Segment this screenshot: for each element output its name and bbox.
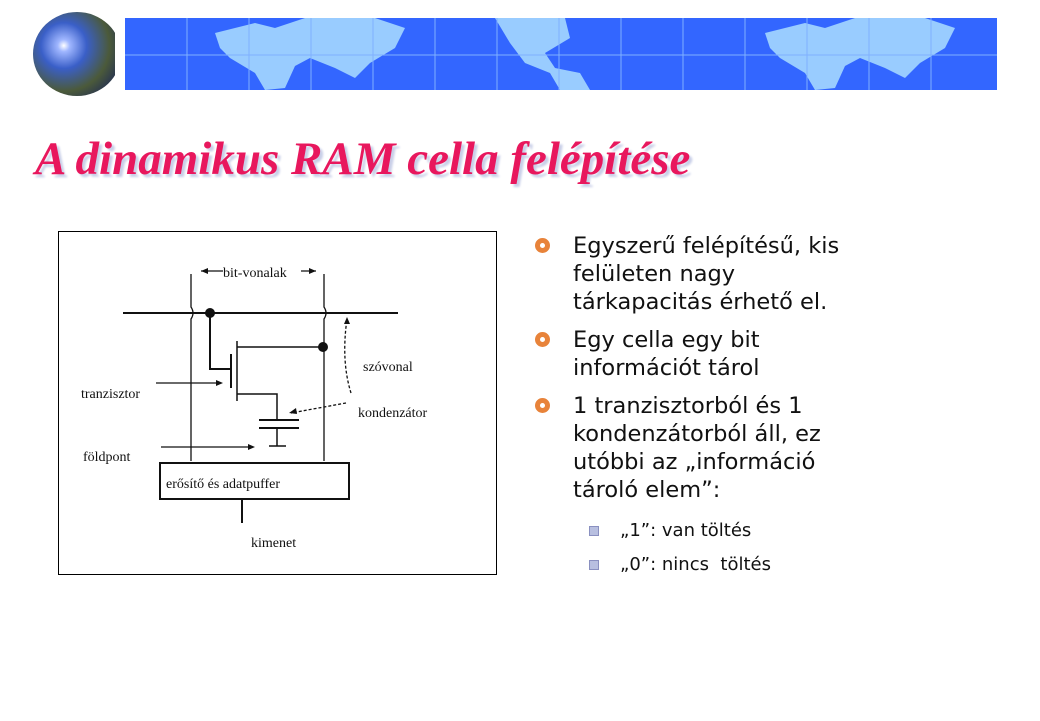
bullet-text: felületen nagy: [573, 261, 736, 287]
label-transistor: tranzisztor: [81, 387, 140, 402]
bullet-text: tárkapacitás érhető el.: [573, 289, 828, 315]
bullet-icon: [535, 332, 550, 347]
slide-title: A dinamikus RAM cella felépítése: [35, 133, 691, 185]
bullet-list: Egyszerű felépítésű, kis felületen nagy …: [535, 232, 839, 582]
bullet-text: Egy cella egy bit: [573, 327, 760, 353]
dram-cell-diagram: bit-vonalak szóvonal tranzisztor kondenz…: [58, 231, 497, 575]
sub-bullet-item: „1”: van töltés: [535, 514, 839, 548]
bullet-icon: [535, 398, 550, 413]
world-map-graphic: [125, 18, 997, 90]
bullet-item: Egyszerű felépítésű, kis felületen nagy …: [535, 232, 839, 316]
globe-logo: [33, 12, 121, 96]
bullet-text: információt tárol: [573, 355, 760, 381]
sub-bullet-text: „0”: nincs töltés: [620, 554, 772, 575]
bullet-text: tároló elem”:: [573, 477, 721, 503]
label-bit-lines: bit-vonalak: [223, 266, 287, 281]
bullet-icon: [535, 238, 550, 253]
world-map-banner: [125, 18, 997, 90]
bullet-text: utóbbi az „információ: [573, 449, 816, 475]
label-word-line: szóvonal: [363, 360, 413, 375]
bullet-text: kondenzátorból áll, ez: [573, 421, 821, 447]
label-amplifier: erősítő és adatpuffer: [166, 477, 280, 492]
label-ground: földpont: [83, 450, 131, 465]
sub-bullet-icon: [589, 560, 599, 570]
label-capacitor: kondenzátor: [358, 406, 428, 421]
sub-bullet-item: „0”: nincs töltés: [535, 548, 839, 582]
bullet-item: 1 tranzisztorból és 1 kondenzátorból áll…: [535, 392, 839, 504]
bullet-text: Egyszerű felépítésű, kis: [573, 233, 840, 259]
label-output: kimenet: [251, 536, 296, 551]
bullet-item: Egy cella egy bit információt tárol: [535, 326, 839, 382]
sub-bullet-icon: [589, 526, 599, 536]
bullet-text: 1 tranzisztorból és 1: [573, 393, 803, 419]
sub-bullet-text: „1”: van töltés: [620, 520, 752, 541]
